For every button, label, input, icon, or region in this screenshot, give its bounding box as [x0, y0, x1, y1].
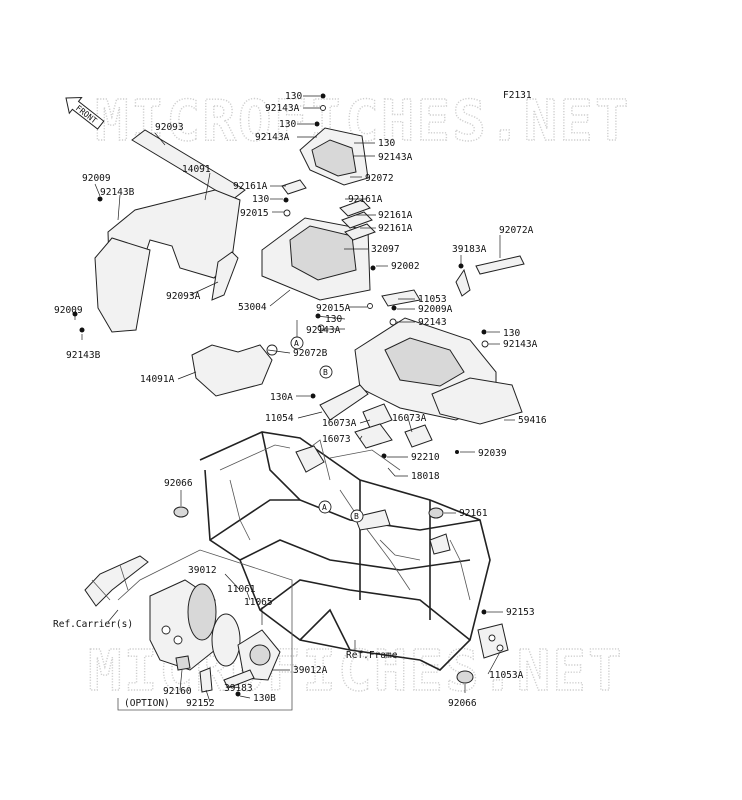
option-spark-arrestor [117, 549, 293, 711]
label-11053: 11053 [418, 294, 447, 305]
label-130a: 130A [270, 392, 293, 403]
label-14091: 14091 [182, 164, 211, 175]
label-39183a: 39183A [452, 244, 487, 255]
label-92143a: 92143A [265, 103, 300, 114]
label-11065: 11065 [244, 597, 273, 608]
label-92143b: 92143B [66, 350, 101, 361]
label-11053a: 11053A [489, 670, 524, 681]
upper-plate-assembly [261, 93, 376, 332]
label-92009: 92009 [82, 173, 111, 184]
svg-text:B: B [323, 368, 328, 377]
label-130: 130 [252, 194, 269, 205]
label-92161a: 92161A [348, 194, 383, 205]
label-11054: 11054 [265, 413, 294, 424]
label-130: 130 [279, 119, 296, 130]
label-130b: 130B [253, 693, 276, 704]
label-92210: 92210 [411, 452, 440, 463]
label-130: 130 [378, 138, 395, 149]
label-92153: 92153 [506, 607, 535, 618]
cap-92161 [428, 507, 444, 519]
marker-a-upper: A [290, 336, 304, 350]
label-32097: 32097 [371, 244, 400, 255]
label-92161a: 92161A [233, 181, 268, 192]
rear-carrier-assembly [310, 255, 525, 471]
label-92093: 92093 [155, 122, 184, 133]
part-labels: 130 92143A 130 92143A 130 92143A 92072 9… [53, 91, 547, 709]
label-92143a: 92143A [255, 132, 290, 143]
label-14091a: 14091A [140, 374, 175, 385]
label-92009a: 92009A [418, 304, 453, 315]
label-92143b: 92143B [100, 187, 135, 198]
label-92143a: 92143A [306, 325, 341, 336]
marker-b-upper: B [319, 365, 333, 379]
label-92093a: 92093A [166, 291, 201, 302]
label-92015a: 92015A [316, 303, 351, 314]
marker-a-lower: A [318, 500, 332, 514]
label-53004: 53004 [238, 302, 267, 313]
label-92072: 92072 [365, 173, 394, 184]
label-130: 130 [325, 314, 342, 325]
label-92143a: 92143A [503, 339, 538, 350]
label-option: (OPTION) [124, 698, 170, 709]
label-92015: 92015 [240, 208, 269, 219]
label-16073: 16073 [322, 434, 351, 445]
svg-text:A: A [322, 503, 327, 512]
label-ref-carrier: Ref.Carrier(s) [53, 619, 133, 630]
plug-92066-upper [173, 506, 189, 518]
label-59416: 59416 [518, 415, 547, 426]
svg-text:B: B [354, 512, 359, 521]
label-92009: 92009 [54, 305, 83, 316]
plug-92066-lower [456, 670, 474, 684]
label-39012a: 39012A [293, 665, 328, 676]
figure-code: F2131 [503, 90, 532, 101]
label-92161a: 92161A [378, 223, 413, 234]
leader-lines [74, 95, 515, 703]
label-92161a: 92161A [378, 210, 413, 221]
label-92066: 92066 [448, 698, 477, 709]
label-ref-frame: Ref.Frame [346, 650, 398, 661]
label-130: 130 [285, 91, 302, 102]
label-11061: 11061 [227, 584, 256, 595]
label-39012: 39012 [188, 565, 217, 576]
label-92160: 92160 [163, 686, 192, 697]
main-frame [199, 431, 491, 671]
label-92161: 92161 [459, 508, 488, 519]
label-130: 130 [503, 328, 520, 339]
label-92066: 92066 [164, 478, 193, 489]
label-92143: 92143 [418, 317, 447, 328]
marker-b-lower: B [350, 509, 364, 523]
label-18018: 18018 [411, 471, 440, 482]
label-92039: 92039 [478, 448, 507, 459]
left-fender-assembly [72, 129, 278, 397]
label-16073a: 16073A [322, 418, 357, 429]
label-92002: 92002 [391, 261, 420, 272]
bracket-11053a [477, 609, 509, 659]
label-39183: 39183 [224, 683, 253, 694]
ref-carrier-part [84, 555, 149, 607]
label-92072b: 92072B [293, 348, 328, 359]
label-92143a: 92143A [378, 152, 413, 163]
label-92072a: 92072A [499, 225, 534, 236]
label-92152: 92152 [186, 698, 215, 709]
label-16073a: 16073A [392, 413, 427, 424]
svg-text:A: A [294, 339, 299, 348]
